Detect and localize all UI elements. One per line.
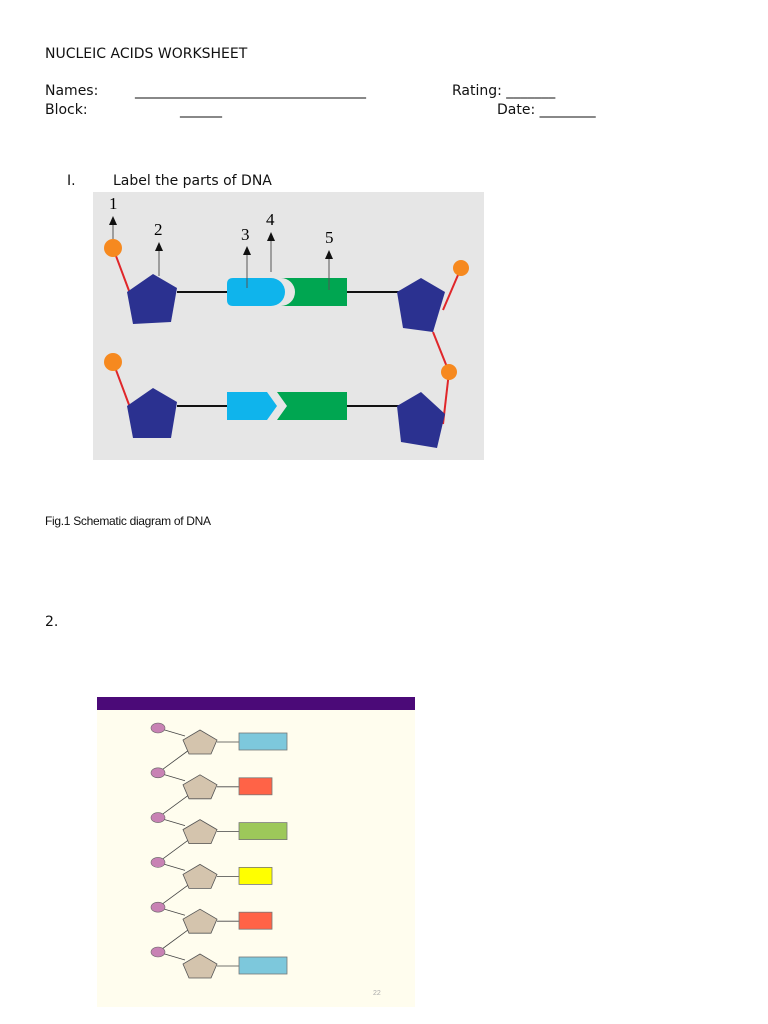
block-label: Block: [45,102,88,118]
phosphate-circle [453,260,469,276]
arrow-icon [109,216,117,225]
phosphate-oval [150,767,166,779]
section-2-number: 2. [45,614,59,630]
sugar-pentagon [182,953,218,979]
phosphate-oval [150,722,166,734]
phosphate-oval [150,812,166,823]
arrow-icon [267,232,275,241]
names-label: Names: [45,83,99,99]
phosphate-oval [150,946,166,958]
phosphodiester-bond [157,749,190,774]
phosphodiester-bond [157,928,190,953]
worksheet-title: NUCLEIC ACIDS WORKSHEET [45,46,248,62]
phosphodiester-bond [157,794,190,818]
base-rectangle [238,777,273,796]
nucleotide-chain-diagram [150,722,288,979]
base-green [277,392,347,420]
sugar-pentagon [182,729,218,755]
panel-body: 22 [97,710,415,1007]
figure-label-3: 3 [241,225,250,244]
arrow-icon [243,246,251,255]
phosphodiester-bond [157,839,190,863]
date-field: Date: ________ [497,102,596,118]
phosphate-oval [150,857,166,868]
figure-label-2: 2 [154,220,163,239]
phosphate-circle [441,364,457,380]
page-mark: 22 [373,990,381,997]
block-blank: ______ [180,102,222,118]
arrow-icon [325,250,333,259]
sugar-pentagon [182,819,218,845]
dna-figure-panel: 1 2 3 4 5 [93,192,484,460]
sugar-pentagon [397,278,445,332]
sugar-pentagon [127,274,177,324]
base-rectangle [238,866,273,885]
nucleotide-chain-panel: 22 [97,697,415,1007]
figure-caption: Fig.1 Schematic diagram of DNA [45,514,211,528]
panel-banner [97,697,415,710]
figure-label-1: 1 [109,194,118,213]
sugar-pentagon [182,774,218,800]
dna-diagram: 1 2 3 4 5 [104,194,469,448]
phosphodiester-bond [157,884,190,908]
base-rectangle [238,911,273,930]
phosphate-circle [104,353,122,371]
sugar-pentagon [127,388,177,438]
section-numeral: I. [67,173,76,189]
section-instruction: Label the parts of DNA [113,173,272,189]
names-blank: _________________________________ [135,83,366,99]
rating-field: Rating: _______ [452,83,556,99]
figure-label-4: 4 [266,210,275,229]
base-rectangle [238,956,288,975]
base-blue [227,392,277,420]
phosphate-circle [104,239,122,257]
base-green [281,278,347,306]
base-rectangle [238,732,288,751]
arrow-icon [155,242,163,251]
sugar-pentagon [182,863,218,889]
base-rectangle [238,822,288,840]
sugar-pentagon [182,908,218,934]
base-blue [227,278,285,306]
phosphate-oval [150,901,166,913]
sugar-pentagon [397,392,445,448]
figure-label-5: 5 [325,228,334,247]
